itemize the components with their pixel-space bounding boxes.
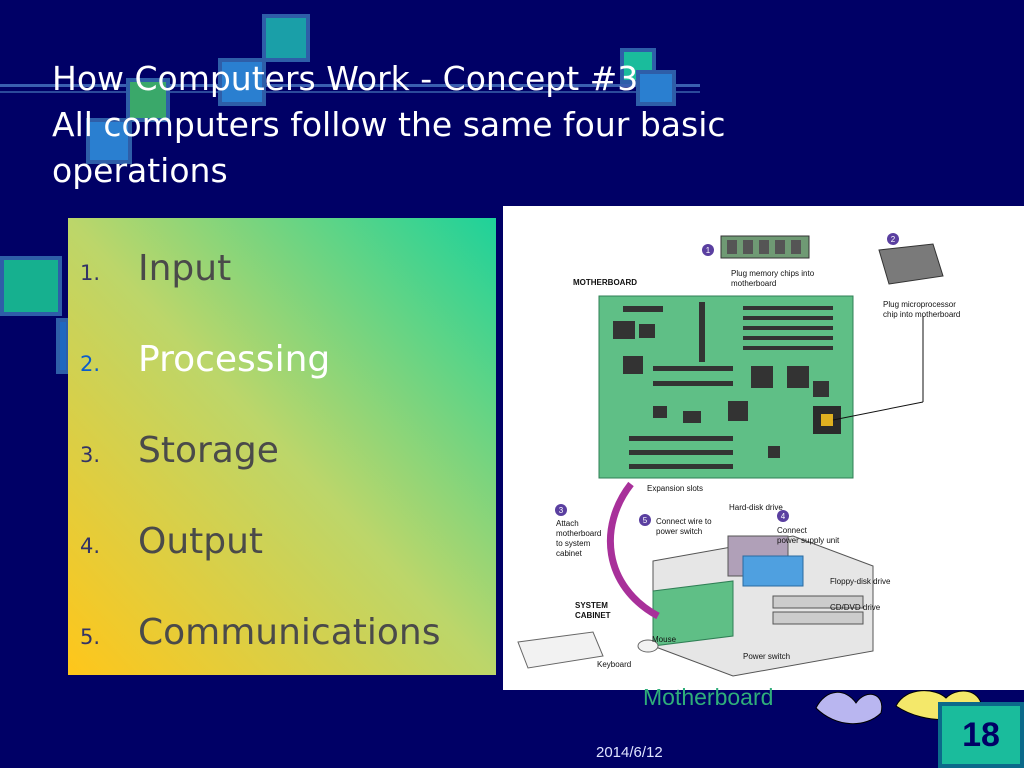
list-item: 5. Communications	[68, 612, 496, 703]
list-label: Communications	[138, 612, 441, 653]
diagram-label: Power switch	[743, 652, 790, 661]
motherboard-illustration: 1 2 3 4 5 MOTHERBOARD Plug memory chips …	[517, 233, 960, 677]
decorative-square	[86, 118, 132, 164]
step-number: 5	[643, 516, 648, 525]
list-number: 1.	[80, 261, 101, 285]
decorative-line	[0, 91, 700, 93]
title-line: How Computers Work - Concept #3	[52, 59, 639, 98]
diagram-label: Plug microprocessor	[883, 300, 956, 309]
decorative-square	[218, 58, 266, 106]
diagram-label: MOTHERBOARD	[573, 278, 637, 287]
figure-caption: Motherboard	[643, 684, 774, 710]
list-label: Storage	[138, 430, 279, 471]
diagram-label: Mouse	[652, 635, 677, 644]
decorative-line	[0, 84, 700, 87]
diagram-label: power switch	[656, 527, 702, 536]
list-number: 3.	[80, 443, 101, 467]
list-number: 4.	[80, 534, 101, 558]
diagram-label: to system	[556, 539, 591, 548]
page-number: 18	[938, 702, 1024, 768]
list-number: 2.	[80, 352, 101, 376]
list-label: Output	[138, 521, 264, 562]
step-number: 4	[781, 512, 786, 521]
step-number: 1	[706, 246, 711, 255]
motherboard-diagram: 1 2 3 4 5 MOTHERBOARD Plug memory chips …	[503, 206, 1024, 690]
slide-date: 2014/6/12	[596, 744, 663, 761]
diagram-label: cabinet	[556, 549, 583, 558]
list-item: 3. Storage	[68, 430, 496, 521]
list-label: Processing	[138, 339, 331, 380]
decorative-square	[636, 70, 676, 106]
diagram-label: Connect	[777, 526, 808, 535]
list-item: 2. Processing	[68, 339, 496, 430]
arrow	[606, 481, 660, 620]
mouse	[637, 639, 659, 653]
diagram-label: SYSTEM	[575, 601, 608, 610]
keyboard	[517, 631, 604, 669]
list-number: 5.	[80, 625, 101, 649]
diagram-label: motherboard	[556, 529, 601, 538]
diagram-label: Expansion slots	[647, 484, 703, 493]
diagram-label: Connect wire to	[656, 517, 712, 526]
diagram-label: power supply unit	[777, 536, 840, 545]
diagram-label: chip into motherboard	[883, 310, 960, 319]
diagram-label: CD/DVD drive	[830, 603, 881, 612]
diagram-label: Floppy-disk drive	[830, 577, 891, 586]
list-item: 4. Output	[68, 521, 496, 612]
decorative-square	[262, 14, 310, 62]
list-item: 1. Input	[68, 248, 496, 339]
diagram-label: Plug memory chips into	[731, 269, 815, 278]
diagram-label: Attach	[556, 519, 579, 528]
operations-list: 1. Input 2. Processing 3. Storage 4. Out…	[68, 218, 496, 675]
processor-chip	[878, 243, 944, 285]
step-number: 2	[891, 235, 896, 244]
decorative-square	[126, 78, 170, 122]
title-line: operations	[52, 151, 228, 190]
slide-title: How Computers Work - Concept #3 All comp…	[52, 56, 812, 194]
decorative-square	[0, 256, 62, 316]
diagram-label: CABINET	[575, 611, 611, 620]
diagram-label: Hard-disk drive	[729, 503, 783, 512]
step-number: 3	[559, 506, 564, 515]
title-line: All computers follow the same four basic	[52, 105, 726, 144]
diagram-label: motherboard	[731, 279, 776, 288]
list-label: Input	[138, 248, 232, 289]
diagram-label: Keyboard	[597, 660, 631, 669]
